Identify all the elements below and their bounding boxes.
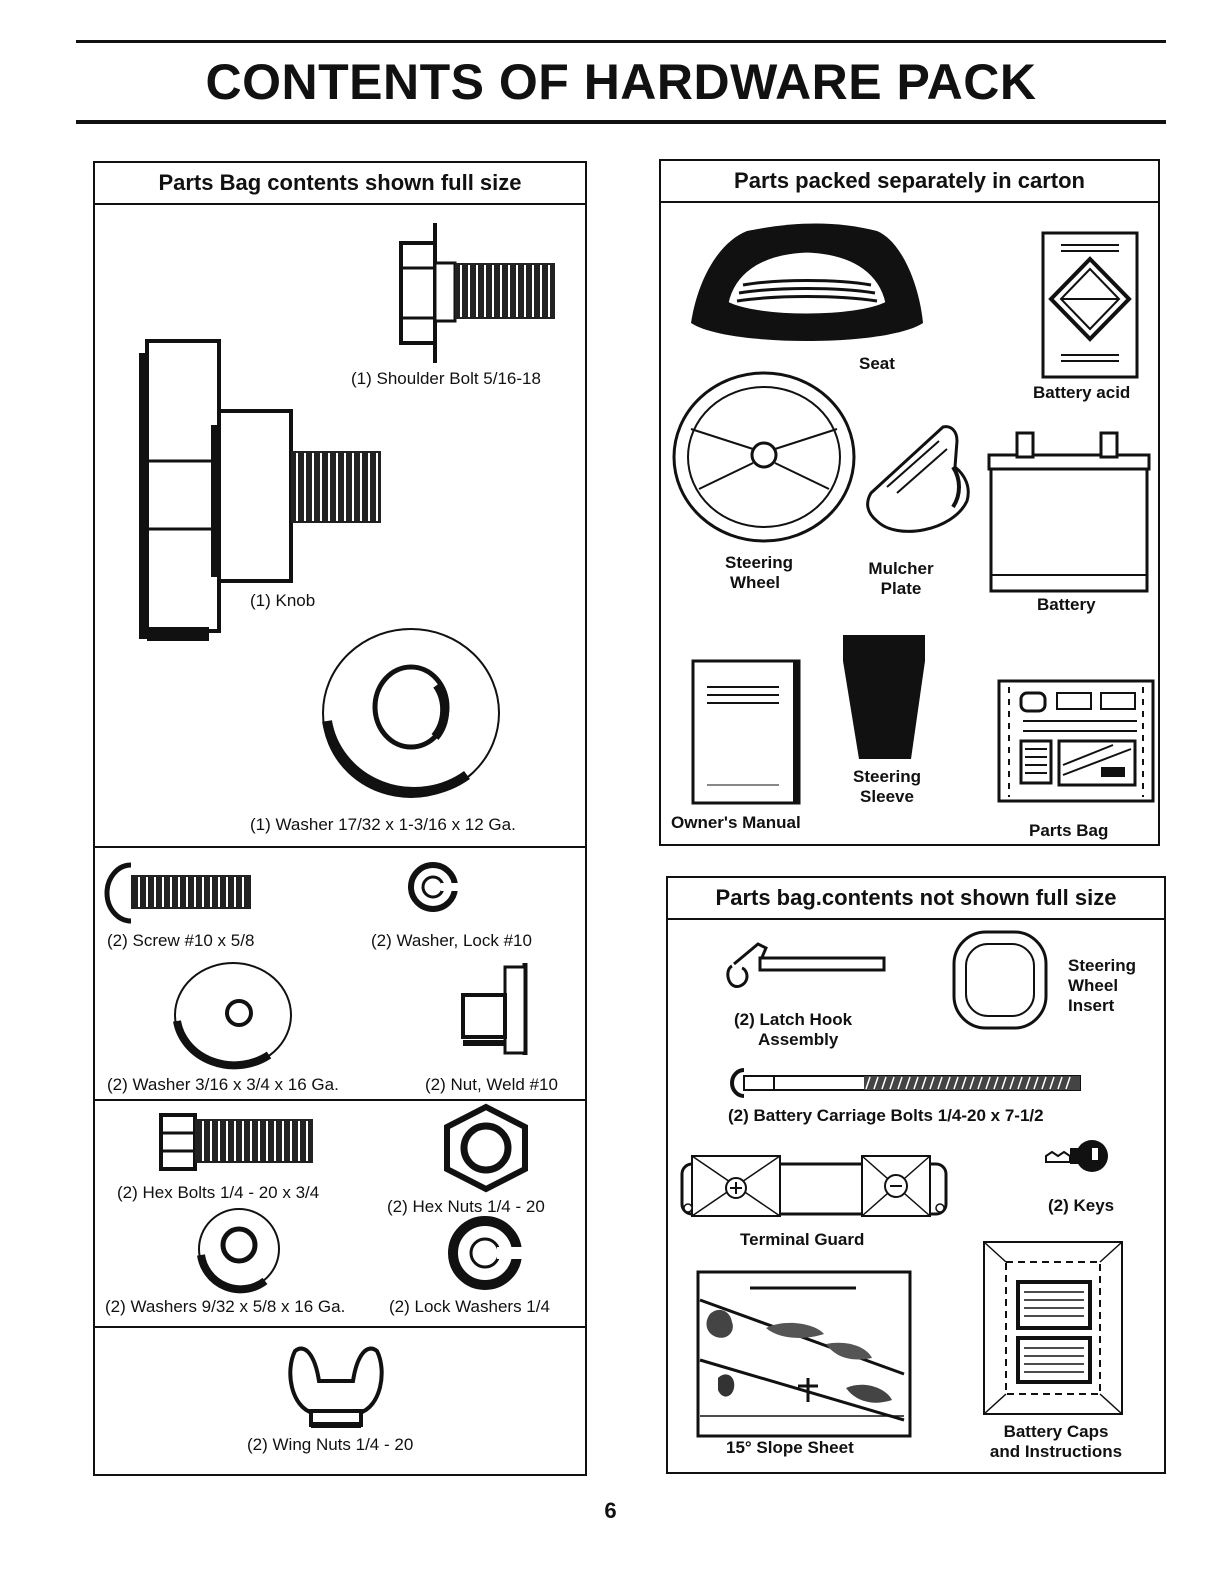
steering-wheel-insert-label-1: Steering	[1068, 956, 1137, 975]
parts-packed-separately-panel: Parts packed separately in carton Seat B…	[659, 159, 1160, 846]
page-title: CONTENTS OF HARDWARE PACK	[205, 54, 1037, 110]
lock-washers-14-label: (2) Lock Washers 1/4	[389, 1297, 550, 1316]
steering-sleeve-label-2: Sleeve	[860, 787, 914, 806]
shoulder-bolt-label: (1) Shoulder Bolt 5/16-18	[351, 369, 541, 388]
parts-packed-separately-header: Parts packed separately in carton	[661, 161, 1158, 203]
large-washer-icon	[322, 628, 500, 798]
battery-caps-label-1: Battery Caps	[1003, 1422, 1109, 1441]
knob-label: (1) Knob	[250, 591, 316, 610]
owners-manual-icon	[691, 659, 801, 805]
steering-wheel-label-1: Steering	[724, 553, 794, 572]
page-number: 6	[604, 1498, 617, 1523]
carriage-bolts-label: (2) Battery Carriage Bolts 1/4-20 x 7-1/…	[728, 1106, 1044, 1125]
seat-icon	[691, 223, 923, 341]
parts-bag-label: Parts Bag	[1029, 821, 1109, 840]
mulcher-plate-icon	[866, 425, 970, 533]
knob-icon	[139, 339, 381, 641]
hex-nut-icon	[444, 1103, 528, 1193]
screw-icon	[104, 862, 251, 924]
steering-wheel-label-2: Wheel	[729, 573, 781, 592]
wing-nuts-label: (2) Wing Nuts 1/4 - 20	[247, 1435, 414, 1454]
battery-icon	[987, 431, 1151, 593]
weld-nut-label: (2) Nut, Weld #10	[425, 1075, 558, 1094]
parts-bag-not-full-size-panel: Parts bag.contents not shown full size (…	[666, 876, 1166, 1474]
steering-wheel-insert-label-3: Insert	[1068, 996, 1115, 1015]
screw-label: (2) Screw #10 x 5/8	[107, 931, 255, 950]
battery-caps-label-2: and Instructions	[989, 1442, 1123, 1461]
slope-sheet-label: 15° Slope Sheet	[726, 1438, 854, 1457]
hex-nuts-label: (2) Hex Nuts 1/4 - 20	[387, 1197, 545, 1216]
steering-wheel-icon	[672, 371, 856, 543]
left-separator-1	[95, 846, 585, 848]
steering-wheel-insert-label-2: Wheel	[1068, 976, 1119, 995]
washers-932-label: (2) Washers 9/32 x 5/8 x 16 Ga.	[105, 1297, 346, 1316]
lock-washer-10-icon	[408, 862, 461, 912]
washer-932-icon	[197, 1208, 280, 1294]
mulcher-plate-label-1: Mulcher	[868, 559, 934, 578]
latch-hook-label-1: (2) Latch Hook	[734, 1010, 853, 1029]
battery-acid-label: Battery acid	[1033, 383, 1131, 402]
shoulder-bolt-icon	[399, 223, 555, 363]
latch-hook-label-2: Assembly	[758, 1030, 839, 1049]
parts-bag-full-size-panel: Parts Bag contents shown full size (1) S…	[93, 161, 587, 1476]
top-rule	[76, 40, 1166, 43]
large-washer-label: (1) Washer 17/32 x 1-3/16 x 12 Ga.	[250, 815, 516, 834]
left-separator-2	[95, 1099, 585, 1101]
title-underline	[76, 120, 1166, 124]
steering-sleeve-icon	[843, 635, 925, 759]
hex-bolt-icon	[159, 1113, 313, 1171]
small-washer-label: (2) Washer 3/16 x 3/4 x 16 Ga.	[107, 1075, 339, 1094]
battery-caps-icon	[983, 1241, 1123, 1415]
carriage-bolt-icon	[730, 1068, 1081, 1098]
small-washer-icon	[173, 962, 292, 1070]
parts-bag-full-size-header: Parts Bag contents shown full size	[95, 163, 585, 205]
key-icon	[1045, 1140, 1108, 1172]
terminal-guard-label: Terminal Guard	[740, 1230, 865, 1249]
lock-washer-10-label: (2) Washer, Lock #10	[371, 931, 532, 950]
hex-bolts-label: (2) Hex Bolts 1/4 - 20 x 3/4	[117, 1183, 320, 1202]
steering-sleeve-label-1: Steering	[852, 767, 922, 786]
seat-label: Seat	[859, 354, 895, 373]
parts-bag-icon	[997, 679, 1155, 803]
left-separator-3	[95, 1326, 585, 1328]
steering-wheel-insert-icon	[952, 930, 1048, 1030]
mulcher-plate-label-2: Plate	[880, 579, 922, 598]
owners-manual-label: Owner's Manual	[671, 813, 801, 832]
wing-nut-icon	[288, 1346, 384, 1428]
terminal-guard-icon	[680, 1155, 948, 1217]
lock-washer-14-icon	[448, 1216, 527, 1290]
parts-bag-not-full-size-header: Parts bag.contents not shown full size	[668, 878, 1164, 920]
battery-label: Battery	[1037, 595, 1096, 614]
battery-acid-icon	[1041, 231, 1139, 379]
slope-sheet-icon	[696, 1270, 912, 1438]
weld-nut-icon	[461, 963, 528, 1055]
keys-label: (2) Keys	[1048, 1196, 1115, 1215]
latch-hook-icon	[726, 942, 886, 988]
